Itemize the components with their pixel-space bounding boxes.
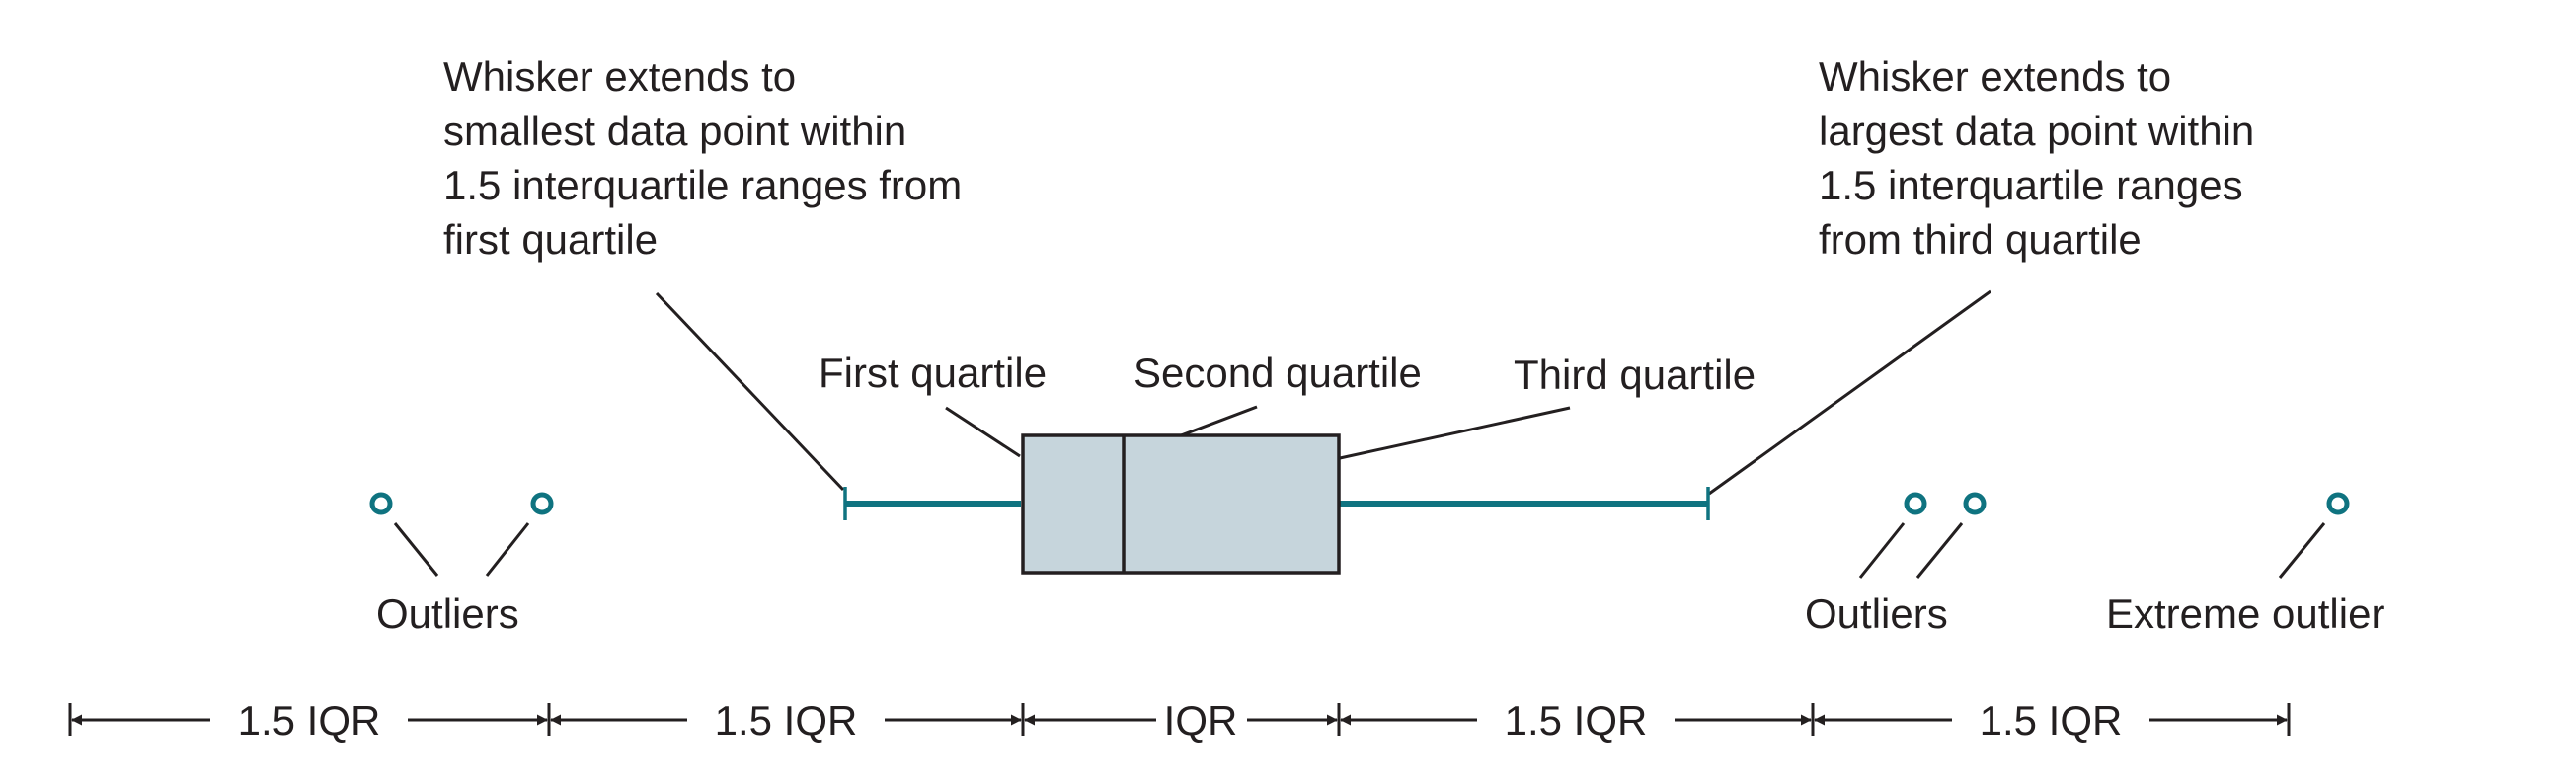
outlier-point-left-1 xyxy=(369,492,393,515)
dim-label-3: IQR xyxy=(1164,697,1238,743)
left-whisker-leader xyxy=(655,291,845,492)
second-quartile-label: Second quartile xyxy=(1133,350,1422,396)
first-quartile-label: First quartile xyxy=(819,350,1047,396)
outlier-leader-left-1 xyxy=(393,522,439,577)
right-whisker-line-4: from third quartile xyxy=(1819,216,2142,263)
right-whisker-line-3: 1.5 interquartile ranges xyxy=(1819,162,2243,208)
dim-label-5: 1.5 IQR xyxy=(1980,697,2123,743)
left-whisker-line-2: smallest data point within xyxy=(443,108,906,154)
right-whisker-line-2: largest data point within xyxy=(1819,108,2254,154)
outliers-left-label: Outliers xyxy=(376,590,519,637)
left-whisker-note: Whisker extends to smallest data point w… xyxy=(443,53,974,263)
outliers-right-label: Outliers xyxy=(1805,590,1948,637)
extreme-outlier-leader xyxy=(2278,522,2326,579)
outlier-leader-left-2 xyxy=(485,522,530,577)
left-whisker-line-1: Whisker extends to xyxy=(443,53,796,100)
extreme-outlier-point xyxy=(2326,492,2350,515)
outlier-point-right-2 xyxy=(1963,492,1987,515)
right-whisker-note: Whisker extends to largest data point wi… xyxy=(1819,53,2266,263)
dim-label-4: 1.5 IQR xyxy=(1505,697,1648,743)
outlier-point-right-1 xyxy=(1904,492,1927,515)
left-whisker-line-4: first quartile xyxy=(443,216,658,263)
extreme-outlier-label: Extreme outlier xyxy=(2106,590,2384,637)
first-quartile-leader xyxy=(945,406,1021,458)
third-quartile-label: Third quartile xyxy=(1514,352,1756,398)
right-whisker-leader xyxy=(1708,289,1991,496)
third-quartile-leader xyxy=(1339,406,1571,460)
outlier-leader-right-1 xyxy=(1858,522,1906,579)
dim-label-2: 1.5 IQR xyxy=(715,697,858,743)
outlier-leader-right-2 xyxy=(1915,522,1964,579)
dim-label-1: 1.5 IQR xyxy=(238,697,381,743)
left-whisker-line-3: 1.5 interquartile ranges from xyxy=(443,162,962,208)
outlier-point-left-2 xyxy=(530,492,554,515)
right-whisker-line-1: Whisker extends to xyxy=(1819,53,2171,100)
interquartile-box xyxy=(1021,433,1341,575)
